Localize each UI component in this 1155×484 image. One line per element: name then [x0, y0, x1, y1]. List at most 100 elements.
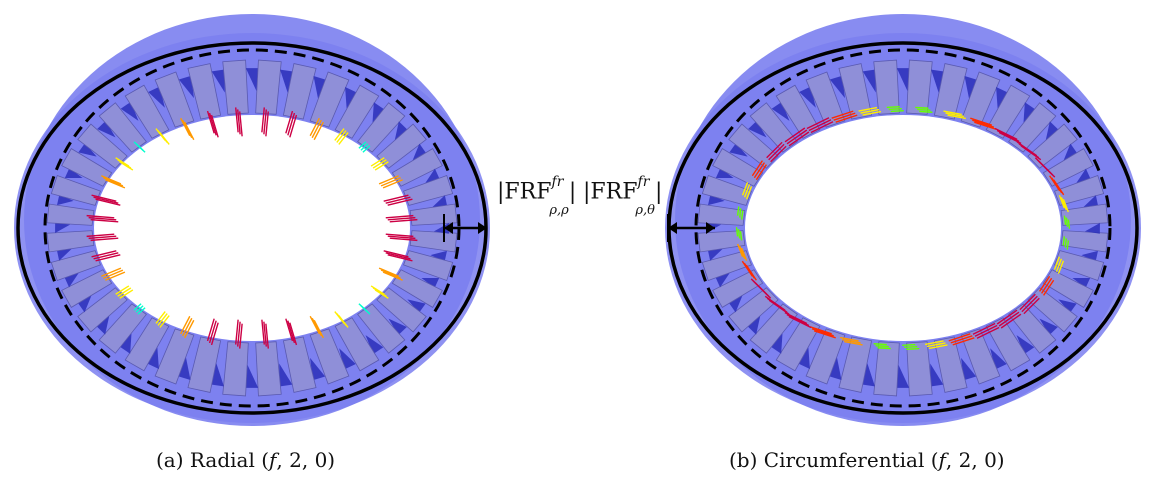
force-arrow [737, 243, 744, 258]
force-arrow [1066, 240, 1070, 250]
stator-slot-shadow [310, 357, 326, 381]
force-arrow [1064, 238, 1068, 248]
stator-slot-shadow [424, 168, 440, 185]
stator-slot-shadow [211, 69, 225, 93]
force-arrow [1019, 293, 1036, 311]
force-arrow [383, 250, 409, 258]
force-arrow [265, 111, 269, 137]
stator-slot-shadow [708, 194, 725, 206]
stator-tooth [728, 123, 779, 169]
stator-tooth [391, 269, 443, 308]
force-arrow [137, 145, 146, 153]
force-arrow [385, 252, 411, 260]
stator-slot-shadow [1084, 222, 1100, 234]
panel-radial-mode [14, 14, 490, 426]
stator-tooth [906, 341, 933, 397]
force-arrow [105, 179, 126, 189]
force-arrow [888, 107, 902, 111]
stator-tooth [334, 317, 380, 372]
force-arrow [362, 145, 371, 153]
force-arrow [135, 305, 144, 313]
force-arrow [784, 127, 806, 143]
stator-tooth [838, 63, 873, 120]
stator-slot-shadow [861, 362, 875, 387]
force-arrow [289, 322, 298, 346]
force-arrow [788, 316, 812, 329]
stator-tooth [98, 102, 147, 153]
stator-slot-shadow [431, 195, 448, 208]
stator-slot-shadow [895, 364, 910, 388]
stator-slot-shadow [961, 357, 977, 381]
force-arrow [208, 112, 217, 136]
force-arrow [206, 318, 215, 342]
force-arrow [313, 319, 324, 339]
stator-tooth [357, 303, 406, 354]
force-arrow [1053, 179, 1065, 196]
force-arrow [382, 271, 403, 281]
stator-slot-shadow [178, 75, 194, 99]
stator-tooth [728, 287, 779, 333]
arrow-head [444, 222, 453, 234]
force-arrow [91, 194, 117, 202]
stator-tooth [697, 203, 746, 226]
stator-slot-shadow [707, 248, 724, 261]
stator-tooth [61, 148, 113, 187]
force-arrow [383, 194, 409, 202]
stator-tooth [376, 123, 427, 169]
force-arrow [786, 129, 808, 145]
stator-slot-shadow [120, 101, 139, 121]
force-arrow [945, 112, 964, 118]
force-arrow [743, 184, 751, 198]
stator-slot-shadow [56, 248, 73, 261]
force-arrow [808, 119, 832, 132]
stator-tooth [1008, 102, 1057, 153]
force-arrow [996, 129, 1020, 142]
force-arrow [360, 143, 369, 151]
force-arrow [86, 233, 115, 238]
stator-tooth [775, 317, 821, 372]
force-arrow [972, 119, 995, 128]
stator-bore [745, 115, 1061, 341]
force-arrow [886, 105, 900, 109]
stator-slot-shadow [829, 75, 845, 99]
force-arrow [358, 141, 367, 149]
force-arrow [133, 303, 142, 311]
force-arrow [285, 110, 294, 134]
force-arrow [90, 218, 119, 223]
frf-radial-label: |FRFfrρ,ρ| [497, 174, 577, 218]
force-arrow [95, 198, 121, 206]
stator-slot-shadow [394, 121, 408, 143]
force-arrow [309, 117, 320, 137]
force-arrow [1023, 297, 1040, 315]
force-arrow [950, 335, 973, 344]
force-arrow [117, 287, 132, 297]
stator-slot-shadow [244, 364, 259, 388]
stator-tooth [376, 287, 427, 333]
force-arrow [235, 107, 239, 133]
force-arrow [948, 333, 971, 342]
force-arrow [285, 318, 294, 342]
force-arrow [904, 345, 918, 349]
force-arrow [1055, 258, 1063, 272]
force-arrow [875, 345, 889, 348]
force-arrow [943, 110, 962, 116]
force-arrow [380, 177, 401, 187]
force-arrow [1020, 145, 1042, 161]
stator-tooth [701, 175, 752, 206]
stator-slot-shadow [245, 68, 260, 92]
force-arrow [103, 177, 124, 187]
stator-tooth [985, 84, 1031, 139]
force-arrow [235, 319, 239, 345]
stator-slot-shadow [862, 69, 876, 93]
stator-tooth [1027, 123, 1078, 169]
stator-tooth [1008, 303, 1057, 354]
force-arrow [239, 323, 243, 349]
stator-tooth [77, 123, 128, 169]
frf-circumferential-dimension-arrow [667, 214, 715, 242]
force-arrow [860, 108, 880, 114]
force-arrow [806, 117, 830, 130]
force-arrow [741, 182, 749, 196]
force-arrow [180, 117, 191, 137]
force-arrow [952, 337, 975, 346]
force-arrow [1060, 196, 1067, 211]
